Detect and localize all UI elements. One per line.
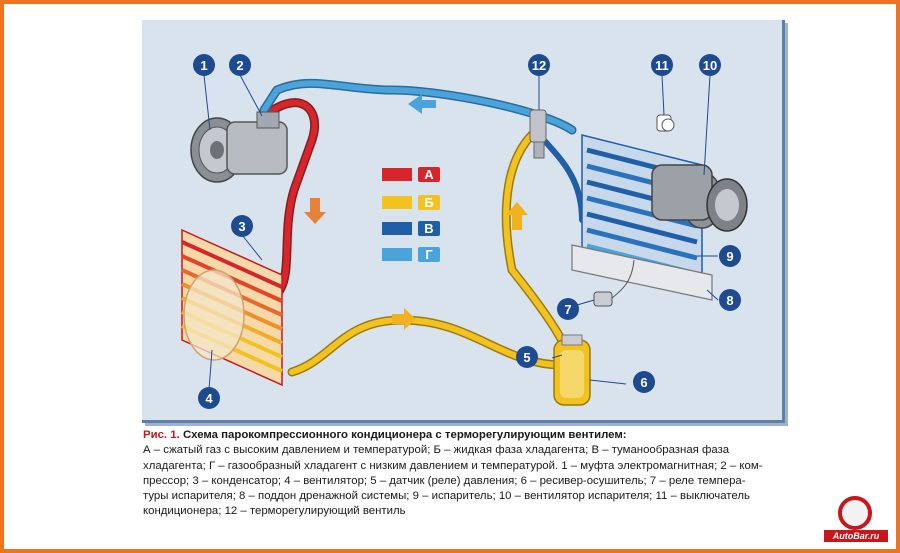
ac-switch	[657, 115, 674, 131]
svg-text:10: 10	[703, 58, 717, 73]
callout-7: 7	[557, 298, 579, 320]
svg-text:2: 2	[236, 58, 243, 73]
logo-text: AutoBar.ru	[824, 530, 888, 542]
pipe-mist	[542, 138, 582, 220]
legend-swatch-c	[382, 222, 412, 235]
legend-swatch-d	[382, 248, 412, 261]
svg-text:5: 5	[523, 350, 530, 365]
compressor	[191, 112, 287, 182]
figure-label: Рис. 1.	[143, 429, 180, 441]
svg-text:4: 4	[205, 391, 213, 406]
svg-text:9: 9	[726, 249, 733, 264]
legend: А Б В Г	[382, 167, 440, 262]
site-logo: AutoBar.ru	[820, 492, 892, 548]
figure-caption: Рис. 1. Схема парокомпрессионного кондиц…	[143, 428, 793, 520]
legend-key-d: Г	[425, 247, 433, 262]
caption-line-4: туры испарителя; 8 – поддон дренажной си…	[143, 489, 793, 504]
svg-text:3: 3	[238, 219, 245, 234]
condenser-fan	[184, 270, 244, 360]
svg-text:7: 7	[564, 302, 571, 317]
callout-12: 12	[528, 54, 550, 76]
caption-line-3: прессор; 3 – конденсатор; 4 – вентилятор…	[143, 474, 793, 489]
callout-11: 11	[651, 54, 673, 76]
callout-6: 6	[633, 371, 655, 393]
legend-swatch-b	[382, 196, 412, 209]
svg-text:11: 11	[655, 58, 669, 73]
receiver-drier	[554, 335, 590, 405]
ac-schematic-diagram: А Б В Г 1 2 3 4 5 6 7 8 9 10 11 12	[142, 20, 782, 420]
legend-swatch-a	[382, 168, 412, 181]
caption-line-5: кондиционера; 12 – терморегулирующий вен…	[143, 504, 793, 519]
callout-8: 8	[719, 289, 741, 311]
expansion-valve	[530, 110, 546, 158]
flow-arrow-down	[304, 198, 326, 224]
legend-key-c: В	[424, 221, 433, 236]
flow-arrow-right	[392, 308, 416, 330]
caption-line-2: хладагента; Г – газообразный хладагент с…	[143, 459, 793, 474]
caption-title-line: Рис. 1. Схема парокомпрессионного кондиц…	[143, 428, 793, 443]
svg-text:12: 12	[532, 58, 546, 73]
legend-key-a: А	[424, 167, 434, 182]
logo-wheel-icon	[838, 496, 872, 530]
callout-2: 2	[229, 54, 251, 76]
callout-4: 4	[198, 387, 220, 409]
callout-3: 3	[231, 215, 253, 237]
callout-9: 9	[719, 245, 741, 267]
legend-key-b: Б	[424, 195, 433, 210]
svg-text:6: 6	[640, 375, 647, 390]
svg-text:8: 8	[726, 293, 733, 308]
callout-1: 1	[193, 54, 215, 76]
callout-5: 5	[516, 346, 538, 368]
svg-text:1: 1	[200, 58, 207, 73]
callout-10: 10	[699, 54, 721, 76]
caption-line-1: А – сжатый газ с высоким давлением и тем…	[143, 443, 793, 458]
figure-title: Схема парокомпрессионного кондиционера с…	[183, 429, 627, 441]
